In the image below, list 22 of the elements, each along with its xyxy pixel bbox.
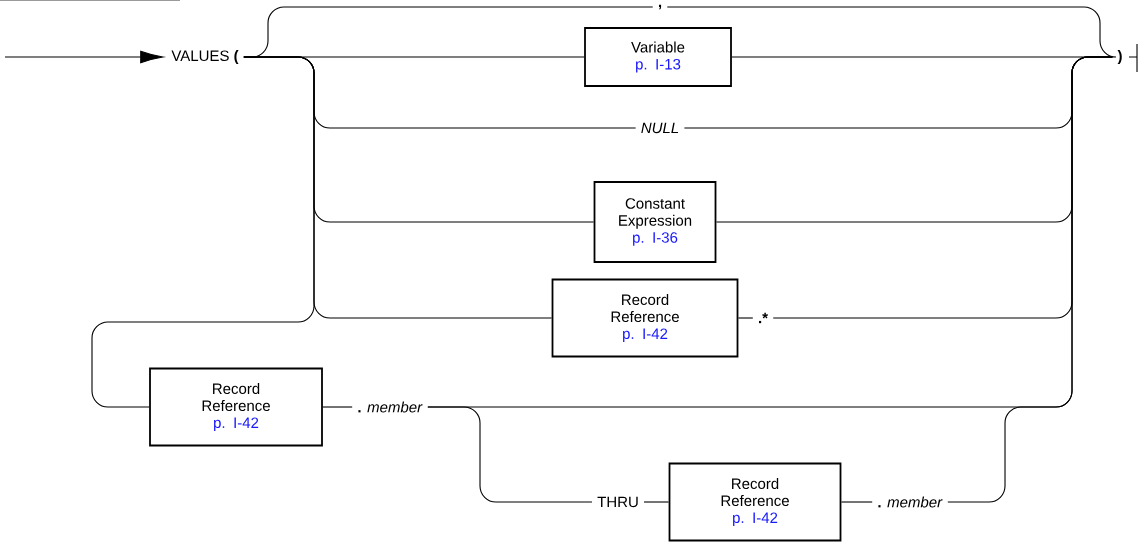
connector-line — [91, 56, 315, 408]
syntax-box: Variable p. I-13 — [584, 27, 732, 87]
connector-line — [737, 317, 754, 319]
connector-line — [666, 6, 1117, 58]
syntax-box: Constant Expression p. I-36 — [593, 181, 717, 263]
syntax-box: Record Reference p. I-42 — [149, 367, 323, 447]
connector-line — [322, 406, 353, 408]
keyword-text: NULL — [635, 117, 685, 139]
connector-line — [243, 6, 654, 58]
connector-line — [643, 501, 670, 503]
keyword-text: ) — [1112, 45, 1128, 69]
syntax-box: Record Reference p. I-42 — [668, 462, 842, 542]
connector-line — [840, 501, 873, 503]
connector-line — [947, 56, 1113, 503]
keyword-text: . member — [872, 491, 948, 513]
keyword-text: VALUES ( — [166, 45, 244, 69]
keyword-text: THRU — [592, 491, 644, 513]
arrow — [4, 50, 164, 64]
keyword-text: . member — [352, 396, 428, 418]
keyword-text: , — [652, 0, 668, 15]
syntax-box: Record Reference p. I-42 — [551, 278, 739, 358]
keyword-text: .* — [753, 307, 773, 329]
